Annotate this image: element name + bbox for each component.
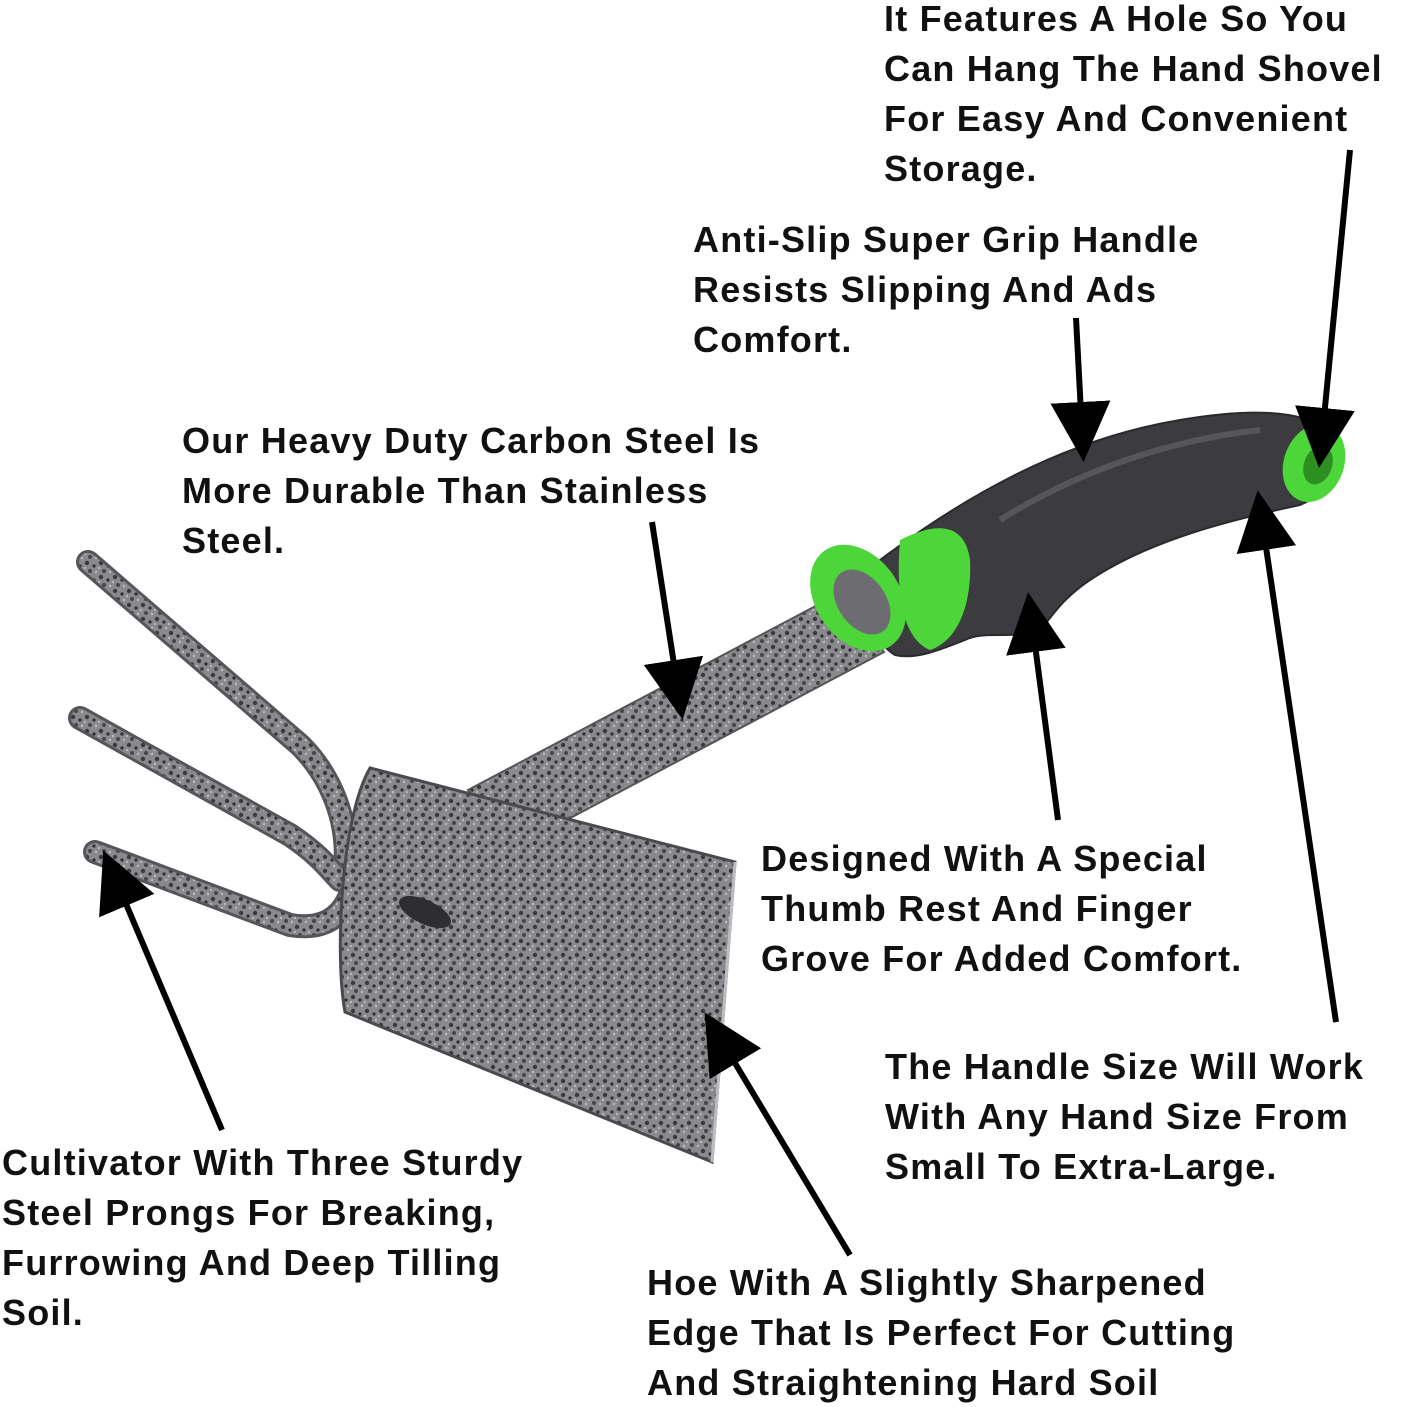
arrow-grip-handle [1050, 317, 1111, 462]
arrow-hoe [704, 1012, 853, 1257]
callout-line: Soil. [2, 1292, 85, 1333]
callout-hoe: Hoe With A Slightly Sharpened Edge That … [647, 1258, 1235, 1407]
callout-line: More Durable Than Stainless [182, 470, 709, 511]
arrow-thumb-rest [1006, 592, 1066, 821]
callout-line: Resists Slipping And Ads [693, 269, 1158, 310]
callout-line: Edge That Is Perfect For Cutting [647, 1312, 1236, 1353]
callout-line: Hoe With A Slightly Sharpened [647, 1262, 1207, 1303]
callout-line: Steel. [182, 520, 286, 561]
arrow-handle-size [1236, 490, 1339, 1023]
arrow-carbon-steel [643, 521, 704, 720]
callout-cultivator: Cultivator With Three Sturdy Steel Prong… [2, 1138, 523, 1338]
callout-hanging-hole: It Features A Hole So You Can Hang The H… [884, 0, 1383, 194]
callout-line: The Handle Size Will Work [885, 1046, 1365, 1087]
grip-handle [868, 411, 1338, 658]
callout-line: Furrowing And Deep Tilling [2, 1242, 502, 1283]
callout-grip-handle: Anti-Slip Super Grip Handle Resists Slip… [693, 215, 1199, 365]
callout-carbon-steel: Our Heavy Duty Carbon Steel Is More Dura… [182, 416, 760, 566]
callout-line: For Easy And Convenient [884, 98, 1349, 139]
callout-line: With Any Hand Size From [885, 1096, 1349, 1137]
arrow-hanging-hole [1295, 149, 1355, 468]
callout-line: Steel Prongs For Breaking, [2, 1192, 496, 1233]
callout-line: Storage. [884, 148, 1038, 189]
hoe-blade [338, 766, 737, 1165]
callout-line: Thumb Rest And Finger [761, 888, 1193, 929]
callout-line: Can Hang The Hand Shovel [884, 48, 1383, 89]
callout-line: Designed With A Special [761, 838, 1208, 879]
callout-line: Anti-Slip Super Grip Handle [693, 219, 1200, 260]
callout-line: Small To Extra-Large. [885, 1146, 1278, 1187]
callout-arrows [99, 149, 1355, 1257]
cultivator-prongs [68, 550, 362, 939]
callout-thumb-rest: Designed With A Special Thumb Rest And F… [761, 834, 1242, 984]
grip-collar [810, 528, 971, 652]
callout-line: Comfort. [693, 319, 853, 360]
callout-line: Cultivator With Three Sturdy [2, 1142, 524, 1183]
callout-line: It Features A Hole So You [884, 0, 1349, 39]
arrow-cultivator [99, 850, 225, 1132]
callout-line: Our Heavy Duty Carbon Steel Is [182, 420, 761, 461]
callout-handle-size: The Handle Size Will Work With Any Hand … [885, 1042, 1364, 1192]
callout-line: And Straightening Hard Soil [647, 1362, 1160, 1403]
callout-line: Grove For Added Comfort. [761, 938, 1243, 979]
